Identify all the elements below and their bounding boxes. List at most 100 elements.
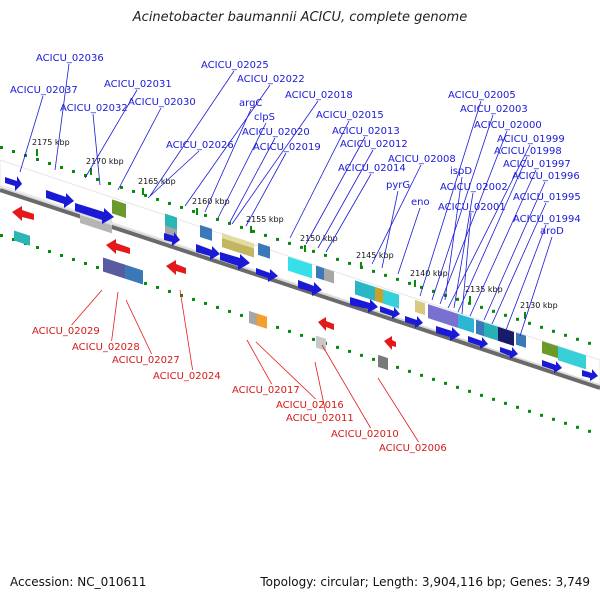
gene-arrow xyxy=(220,252,250,270)
gene-block xyxy=(484,322,498,341)
reverse-gene-label: ACICU_02027 xyxy=(112,355,180,366)
reverse-gene-label: ACICU_02016 xyxy=(276,400,344,411)
forward-gene-label: ACICU_02019 xyxy=(253,142,321,153)
tick-label: 2145 kbp xyxy=(356,251,394,260)
map-title: Acinetobacter baumannii ACICU, complete … xyxy=(132,10,468,25)
forward-gene-label: ACICU_02031 xyxy=(104,79,172,90)
forward-gene-label: ACICU_02025 xyxy=(201,60,269,71)
forward-gene-label: ACICU_02032 xyxy=(60,103,128,114)
gene-block xyxy=(103,257,125,279)
tick-labels: 2175 kbp 2170 kbp 2165 kbp 2160 kbp 2155 kbp… xyxy=(32,138,558,319)
tick-label: 2130 kbp xyxy=(520,301,558,310)
forward-gene-label: ACICU_01994 xyxy=(513,214,581,225)
gene-block xyxy=(428,304,458,328)
gene-block xyxy=(355,280,375,301)
gene-block xyxy=(288,256,312,279)
gene-block xyxy=(498,326,514,347)
gene-block xyxy=(476,319,484,337)
forward-genes xyxy=(5,176,598,381)
reverse-gene-label: ACICU_02024 xyxy=(153,371,221,382)
forward-gene-label: argC xyxy=(239,98,262,109)
gene-block xyxy=(249,310,257,326)
gene-arrow xyxy=(582,369,598,381)
tick-label: 2160 kbp xyxy=(192,197,230,206)
gene-arrow xyxy=(256,268,278,282)
gene-arrow xyxy=(5,176,22,191)
reverse-gene-label: ACICU_02028 xyxy=(72,342,140,353)
tick-label: 2155 kbp xyxy=(246,215,284,224)
forward-gene-label: eno xyxy=(411,197,430,208)
gene-block xyxy=(258,242,270,259)
tick-label: 2150 kbp xyxy=(300,234,338,243)
forward-gene-label: ACICU_02002 xyxy=(440,182,508,193)
forward-gene-label: ACICU_02003 xyxy=(460,104,528,115)
reverse-genes xyxy=(12,206,396,371)
gene-block xyxy=(200,224,212,241)
reverse-gene-label: ACICU_02017 xyxy=(232,385,300,396)
gene-arrow xyxy=(164,232,180,246)
forward-gene-label: ACICU_02030 xyxy=(128,97,196,108)
accession-text: Accession: NC_010611 xyxy=(10,575,147,589)
gene-arrow xyxy=(75,203,114,224)
gene-block xyxy=(378,354,388,371)
gene-block xyxy=(125,264,143,285)
gene-block xyxy=(558,346,586,370)
forward-gene-label: ACICU_02026 xyxy=(166,140,234,151)
gene-arrow xyxy=(106,239,130,254)
gene-arrow xyxy=(12,206,34,221)
tick-label: 2165 kbp xyxy=(138,177,176,186)
gene-arrow xyxy=(436,326,460,341)
gene-arrow xyxy=(196,244,220,260)
gene-arrow xyxy=(46,190,74,208)
forward-gene-label: ACICU_01995 xyxy=(513,192,581,203)
reverse-gene-labels: ACICU_02029ACICU_02028ACICU_02027ACICU_0… xyxy=(32,289,447,454)
gene-arrow xyxy=(380,306,400,319)
gene-block xyxy=(375,286,383,304)
genome-summary-text: Topology: circular; Length: 3,904,116 bp… xyxy=(260,575,590,589)
gene-block xyxy=(458,313,474,334)
gene-arrow xyxy=(405,316,423,328)
gene-block xyxy=(222,233,254,249)
forward-gene-labels: ACICU_02036ACICU_02037ACICU_02031ACICU_0… xyxy=(10,53,581,337)
gene-arrow xyxy=(542,360,562,373)
forward-gene-label: ACICU_02020 xyxy=(242,127,310,138)
forward-gene-label: ACICU_01999 xyxy=(497,134,565,145)
forward-gene-label: ACICU_02037 xyxy=(10,85,78,96)
gene-block xyxy=(14,230,30,246)
gene-arrow xyxy=(166,260,186,275)
gene-arrow xyxy=(350,297,378,313)
forward-gene-label: ACICU_02012 xyxy=(340,139,408,150)
gene-arrow xyxy=(384,336,396,350)
tick-label: 2135 kbp xyxy=(465,285,503,294)
gene-arrow xyxy=(500,347,518,359)
forward-gene-label: ACICU_01997 xyxy=(503,159,571,170)
gene-block xyxy=(383,289,399,309)
forward-gene-label: ACICU_02000 xyxy=(474,120,542,131)
gene-arrow xyxy=(318,317,334,331)
forward-gene-label: ACICU_02005 xyxy=(448,90,516,101)
gene-block xyxy=(516,332,526,348)
forward-gene-label: ispD xyxy=(450,166,472,177)
gene-block xyxy=(542,341,558,359)
forward-gene-label: ACICU_02015 xyxy=(316,110,384,121)
gene-block xyxy=(316,265,324,281)
forward-gene-label: ACICU_02008 xyxy=(388,154,456,165)
reverse-gene-label: ACICU_02006 xyxy=(379,443,447,454)
reverse-gene-label: ACICU_02011 xyxy=(286,413,354,424)
reverse-gene-label: ACICU_02029 xyxy=(32,326,100,337)
forward-gene-label: ACICU_01996 xyxy=(512,171,580,182)
tick-label: 2170 kbp xyxy=(86,157,124,166)
reverse-gene-label: ACICU_02010 xyxy=(331,429,399,440)
gene-block xyxy=(257,313,267,329)
gene-arrow xyxy=(468,336,488,349)
gene-block xyxy=(324,268,334,284)
forward-gene-label: ACICU_02022 xyxy=(237,74,305,85)
gene-arrow xyxy=(298,280,322,296)
forward-gene-label: ACICU_02018 xyxy=(285,90,353,101)
forward-gene-label: pyrG xyxy=(386,180,410,191)
gene-block xyxy=(112,199,126,218)
forward-gene-label: aroD xyxy=(540,226,564,237)
forward-gene-label: ACICU_02013 xyxy=(332,126,400,137)
tick-label: 2175 kbp xyxy=(32,138,70,147)
